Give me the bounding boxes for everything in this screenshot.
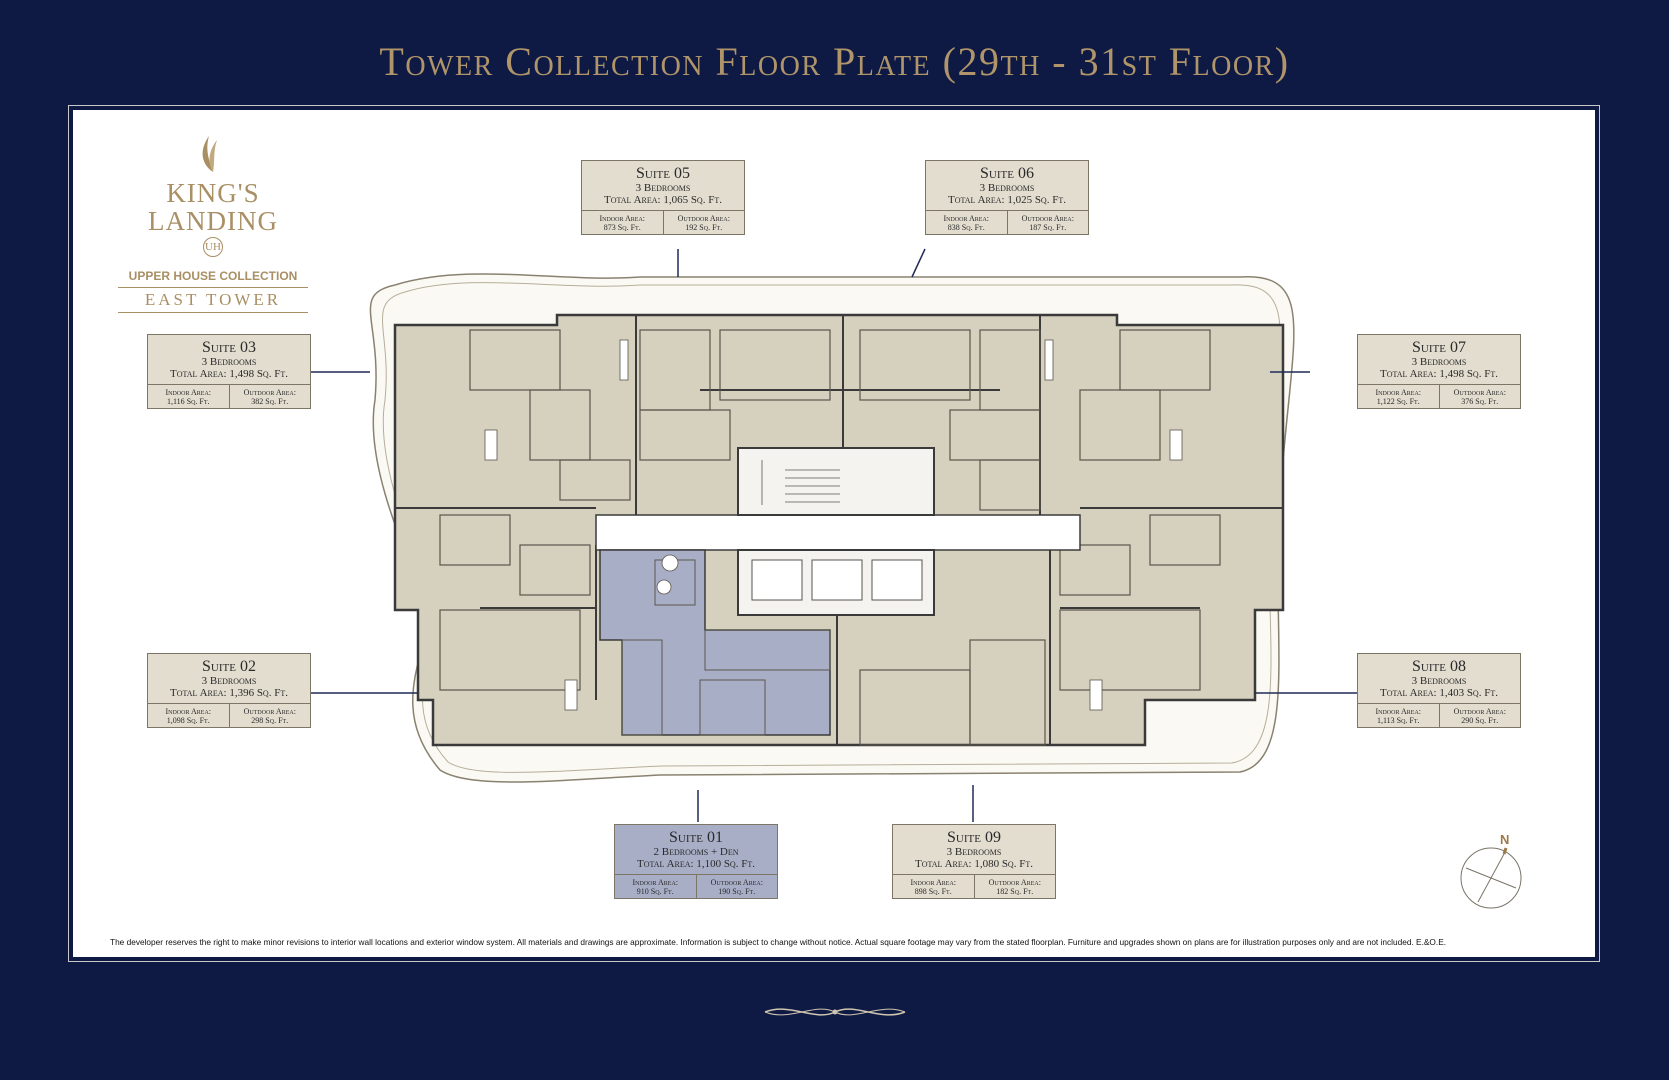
- suite-bedrooms: 3 Bedrooms: [1411, 675, 1467, 687]
- suite-06-card[interactable]: Suite 06 3 Bedrooms Total Area: 1,025 Sq…: [925, 160, 1089, 235]
- leader-lines: [310, 248, 1357, 822]
- suite-name: Suite 02: [202, 658, 256, 675]
- logo-line1: KING'S: [166, 178, 260, 208]
- suite-03-card[interactable]: Suite 03 3 Bedrooms Total Area: 1,498 Sq…: [147, 334, 311, 409]
- suite-indoor-area: Indoor Area:1,113 Sq. Ft.: [1358, 704, 1440, 727]
- suite-name: Suite 01: [669, 829, 723, 846]
- suite-outdoor-area: Outdoor Area:376 Sq. Ft.: [1453, 388, 1506, 406]
- suite-bedrooms: 3 Bedrooms: [979, 182, 1035, 194]
- suite-01-card[interactable]: Suite 01 2 Bedrooms + Den Total Area: 1,…: [614, 824, 778, 899]
- suite-09-card[interactable]: Suite 09 3 Bedrooms Total Area: 1,080 Sq…: [892, 824, 1056, 899]
- suite-name: Suite 03: [202, 339, 256, 356]
- suite-total-area: Total Area: 1,100 Sq. Ft.: [637, 858, 755, 870]
- suite-outdoor-area: Outdoor Area:298 Sq. Ft.: [243, 707, 296, 725]
- suite-total-area: Total Area: 1,080 Sq. Ft.: [915, 858, 1033, 870]
- suite-bedrooms: 3 Bedrooms: [201, 356, 257, 368]
- logo-line2: LANDING: [148, 206, 278, 236]
- suite-07-card[interactable]: Suite 07 3 Bedrooms Total Area: 1,498 Sq…: [1357, 334, 1521, 409]
- interior-walls: [439, 329, 1221, 746]
- suite-indoor-area: Indoor Area:873 Sq. Ft.: [582, 211, 664, 234]
- stair-core: [737, 447, 935, 516]
- suite-total-area: Total Area: 1,498 Sq. Ft.: [1380, 368, 1498, 380]
- suite-08-card[interactable]: Suite 08 3 Bedrooms Total Area: 1,403 Sq…: [1357, 653, 1521, 728]
- suite-indoor-area: Indoor Area:1,122 Sq. Ft.: [1358, 385, 1440, 408]
- suite-name: Suite 09: [947, 829, 1001, 846]
- compass-north-label: N: [1500, 832, 1509, 847]
- suite-bedrooms: 2 Bedrooms + Den: [653, 846, 739, 858]
- suite-name: Suite 08: [1412, 658, 1466, 675]
- page-title: Tower Collection Floor Plate (29th - 31s…: [379, 39, 1290, 84]
- kings-landing-logo: KING'S LANDING UH UPPER HOUSE COLLECTION…: [118, 134, 308, 313]
- fixtures: [484, 339, 1183, 711]
- suite-outdoor-area: Outdoor Area:182 Sq. Ft.: [988, 878, 1041, 896]
- suite-outdoor-area: Outdoor Area:382 Sq. Ft.: [243, 388, 296, 406]
- uh-monogram: UH: [203, 237, 223, 257]
- suite-indoor-area: Indoor Area:838 Sq. Ft.: [926, 211, 1008, 234]
- suite-outdoor-area: Outdoor Area:190 Sq. Ft.: [710, 878, 763, 896]
- suite-indoor-area: Indoor Area:1,116 Sq. Ft.: [148, 385, 230, 408]
- flourish-ornament: [764, 1008, 906, 1016]
- logo-collection: UPPER HOUSE COLLECTION: [118, 269, 308, 288]
- suite-outdoor-area: Outdoor Area:187 Sq. Ft.: [1021, 214, 1074, 232]
- suite-name: Suite 07: [1412, 339, 1466, 356]
- plume-icon: [202, 136, 217, 172]
- suite-bedrooms: 3 Bedrooms: [635, 182, 691, 194]
- suite-name: Suite 05: [636, 165, 690, 182]
- disclaimer-text: The developer reserves the right to make…: [110, 937, 1447, 947]
- logo-tower: EAST TOWER: [118, 290, 308, 313]
- suite-indoor-area: Indoor Area:1,098 Sq. Ft.: [148, 704, 230, 727]
- corridor: [595, 514, 1081, 551]
- suite-total-area: Total Area: 1,498 Sq. Ft.: [170, 368, 288, 380]
- suite-bedrooms: 3 Bedrooms: [946, 846, 1002, 858]
- suite-bedrooms: 3 Bedrooms: [1411, 356, 1467, 368]
- suite-02-card[interactable]: Suite 02 3 Bedrooms Total Area: 1,396 Sq…: [147, 653, 311, 728]
- suite-outdoor-area: Outdoor Area:192 Sq. Ft.: [677, 214, 730, 232]
- suite-indoor-area: Indoor Area:910 Sq. Ft.: [615, 875, 697, 898]
- stairs: [761, 460, 840, 505]
- suite-total-area: Total Area: 1,403 Sq. Ft.: [1380, 687, 1498, 699]
- suite-total-area: Total Area: 1,065 Sq. Ft.: [604, 194, 722, 206]
- suite-total-area: Total Area: 1,396 Sq. Ft.: [170, 687, 288, 699]
- suite-total-area: Total Area: 1,025 Sq. Ft.: [948, 194, 1066, 206]
- suite-01-highlight: [599, 549, 831, 736]
- compass-icon: N: [1460, 832, 1522, 909]
- suite-name: Suite 06: [980, 165, 1034, 182]
- suite-indoor-area: Indoor Area:898 Sq. Ft.: [893, 875, 975, 898]
- suite-bedrooms: 3 Bedrooms: [201, 675, 257, 687]
- suite-outdoor-area: Outdoor Area:290 Sq. Ft.: [1453, 707, 1506, 725]
- suite-05-card[interactable]: Suite 05 3 Bedrooms Total Area: 1,065 Sq…: [581, 160, 745, 235]
